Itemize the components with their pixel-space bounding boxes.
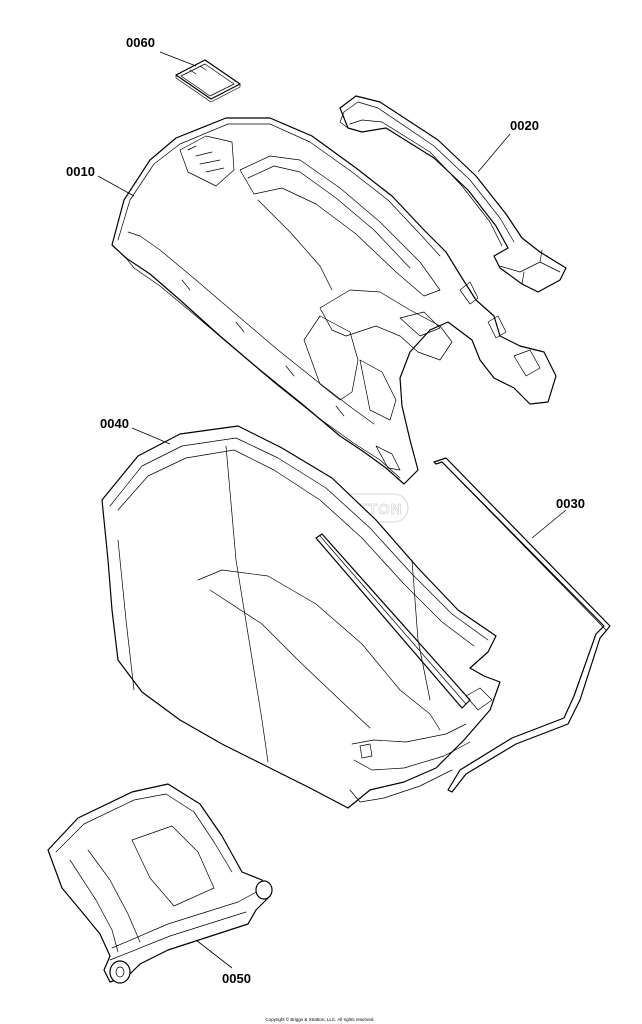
leader-lines bbox=[97, 51, 567, 969]
callout-0050: 0050 bbox=[222, 971, 251, 986]
leader-0040 bbox=[131, 427, 171, 445]
part-0060-cover[interactable] bbox=[175, 59, 241, 103]
callout-0060: 0060 bbox=[126, 35, 155, 50]
callout-0010: 0010 bbox=[66, 164, 95, 179]
leader-0010 bbox=[97, 175, 135, 197]
copyright-text: Copyright © Briggs & Stratton, LLC. All … bbox=[265, 1016, 374, 1022]
leader-0060 bbox=[159, 51, 197, 67]
part-0010-housing[interactable] bbox=[111, 117, 557, 485]
part-0040-grass-bag[interactable] bbox=[101, 425, 501, 809]
leader-0020 bbox=[477, 133, 511, 173]
callout-0040: 0040 bbox=[100, 416, 129, 431]
callout-0020: 0020 bbox=[510, 118, 539, 133]
part-0020-handle[interactable] bbox=[339, 95, 567, 293]
callout-0030: 0030 bbox=[556, 496, 585, 511]
leader-0030 bbox=[531, 509, 567, 539]
part-0030-frame[interactable] bbox=[315, 457, 611, 793]
part-0050-door[interactable] bbox=[47, 783, 273, 984]
leader-0050 bbox=[195, 939, 233, 969]
